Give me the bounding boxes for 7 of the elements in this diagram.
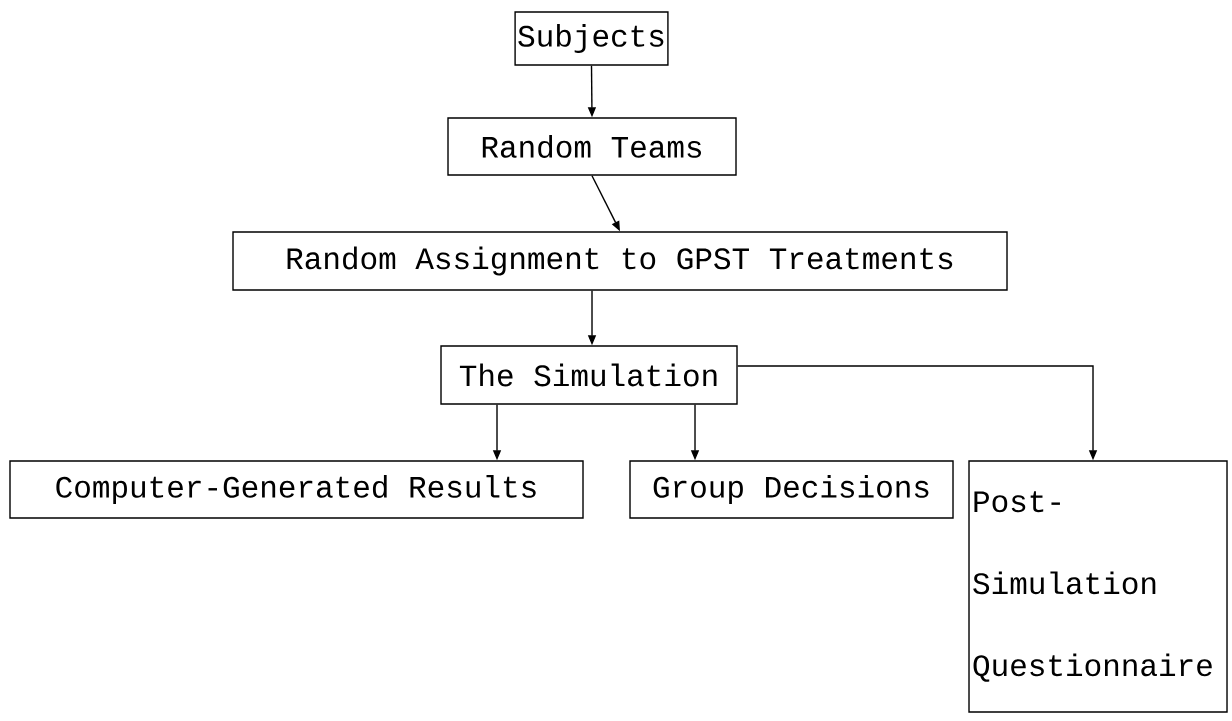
process-box: Subjects — [514, 11, 669, 66]
process-box: The Simulation — [440, 345, 738, 405]
process-box: Group Decisions — [629, 460, 954, 519]
process-box: Random Teams — [447, 117, 737, 176]
process-box: Post- Simulation Questionnaire — [968, 460, 1228, 713]
process-box: Computer-Generated Results — [9, 460, 584, 519]
process-box: Random Assignment to GPST Treatments — [232, 231, 1008, 291]
